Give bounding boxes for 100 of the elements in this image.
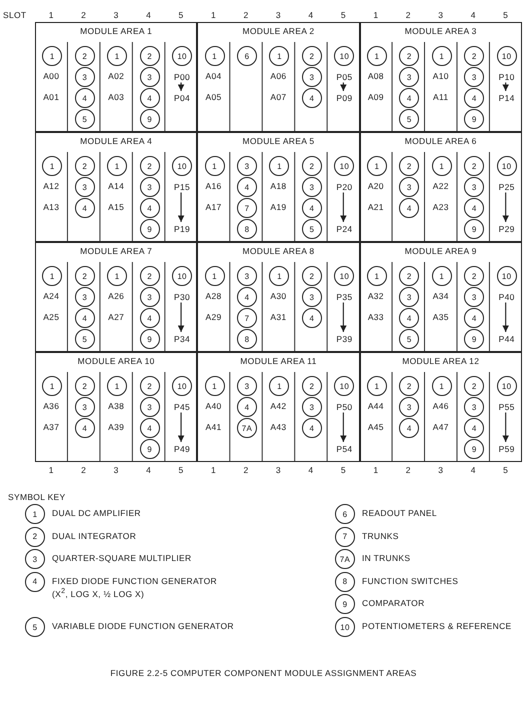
key-description: QUARTER-SQUARE MULTIPLIER — [52, 553, 192, 564]
potentiometer-address: P34 — [169, 334, 196, 344]
amplifier-address: A46 — [432, 400, 450, 410]
amplifier-address: A19 — [269, 202, 288, 212]
slot-number: 5 — [340, 465, 347, 475]
amplifier-address: A31 — [269, 312, 288, 322]
arrow — [502, 302, 509, 332]
component-circle: 1 — [42, 266, 62, 286]
potentiometer-address: P40 — [494, 292, 520, 302]
slot-number: 5 — [178, 10, 185, 20]
amplifier-address: A42 — [269, 400, 288, 410]
potentiometer-address: P04 — [169, 92, 196, 104]
arrow — [340, 302, 347, 332]
component-circle: 4 — [464, 88, 484, 108]
component-circle: 2 — [140, 156, 160, 176]
component-circle: 2 — [302, 376, 322, 396]
amplifier-address: A37 — [42, 422, 60, 432]
component-circle: 10 — [335, 617, 355, 637]
component-circle: 1 — [107, 266, 128, 286]
component-circle: 1 — [366, 46, 387, 66]
amplifier-address: A26 — [107, 290, 126, 300]
amplifier-address: A13 — [42, 202, 60, 212]
amplifier-address: A47 — [432, 422, 450, 432]
component-circle: 3 — [464, 67, 484, 87]
amplifier-address: A08 — [366, 70, 385, 80]
potentiometer-address: P39 — [331, 334, 358, 344]
module-area-panel — [360, 132, 522, 242]
figure-caption: FIGURE 2.2-5 COMPUTER COMPONENT MODULE ASSIGNMENT AREAS — [109, 668, 418, 678]
component-circle: 3 — [140, 397, 160, 417]
potentiometer-address: P24 — [331, 224, 358, 234]
area-title: MODULE AREA 12 — [401, 356, 480, 366]
component-circle: 2 — [140, 376, 160, 396]
module-area-panel — [35, 352, 198, 462]
amplifier-address: A45 — [366, 422, 385, 432]
potentiometer-address: P29 — [494, 224, 520, 234]
component-circle: 4 — [74, 418, 95, 438]
slot-number: 1 — [372, 10, 380, 20]
amplifier-address: A41 — [204, 422, 223, 432]
component-circle: 4 — [74, 88, 95, 108]
amplifier-address: A43 — [269, 422, 288, 432]
potentiometer-address: P14 — [494, 92, 520, 104]
slot-number: 3 — [274, 465, 282, 475]
component-circle: 2 — [302, 156, 322, 176]
component-circle: 10 — [496, 156, 517, 176]
component-circle: 3 — [74, 397, 95, 417]
slot-number: 4 — [145, 465, 152, 475]
component-circle: 4 — [464, 308, 484, 328]
component-circle: 10 — [496, 376, 517, 396]
slot-number: 2 — [80, 465, 88, 475]
key-description: IN TRUNKS — [362, 553, 410, 564]
key-description: FUNCTION SWITCHES — [362, 576, 458, 586]
potentiometer-address: P54 — [331, 444, 358, 454]
slot-number: 4 — [307, 465, 314, 475]
component-circle: 4 — [236, 287, 257, 307]
amplifier-address: A09 — [366, 92, 385, 102]
component-circle: 5 — [74, 329, 95, 349]
component-circle: 1 — [42, 46, 62, 66]
component-circle: 4 — [140, 88, 160, 108]
module-area-panel — [197, 22, 360, 132]
component-circle: 10 — [334, 266, 354, 286]
component-circle: 1 — [107, 376, 128, 396]
area-title: MODULE AREA 8 — [241, 246, 316, 256]
component-circle: 3 — [25, 549, 45, 570]
potentiometer-address: P09 — [331, 92, 358, 104]
module-area-panel — [360, 242, 522, 352]
amplifier-address: A23 — [432, 202, 450, 212]
component-circle: 3 — [140, 177, 160, 197]
component-circle: 1 — [107, 46, 128, 66]
component-circle: 2 — [302, 266, 322, 286]
component-circle: 7 — [236, 198, 257, 218]
component-circle: 1 — [204, 156, 225, 176]
component-circle: 3 — [236, 156, 257, 176]
slot-number: 2 — [242, 465, 250, 475]
amplifier-address: A34 — [432, 290, 450, 300]
amplifier-address: A15 — [107, 202, 126, 212]
component-circle: 4 — [74, 308, 95, 328]
component-circle: 1 — [269, 156, 290, 176]
potentiometer-address: P49 — [169, 444, 196, 454]
component-circle: 1 — [42, 376, 62, 396]
component-circle: 2 — [399, 156, 420, 176]
amplifier-address: A39 — [107, 422, 126, 432]
component-circle: 3 — [464, 397, 484, 417]
potentiometer-address: P45 — [169, 402, 196, 412]
module-area-panel — [197, 242, 360, 352]
component-circle: 10 — [496, 46, 517, 66]
module-area-panel — [360, 22, 522, 132]
component-circle: 8 — [236, 219, 257, 239]
amplifier-address: A40 — [204, 400, 223, 410]
component-circle: 10 — [172, 46, 192, 66]
key-description: VARIABLE DIODE FUNCTION GENERATOR — [52, 621, 234, 631]
module-area-panel — [360, 352, 522, 462]
component-circle: 1 — [432, 156, 452, 176]
amplifier-address: A44 — [366, 400, 385, 410]
component-circle: 1 — [269, 376, 290, 396]
arrow — [502, 82, 509, 91]
key-description: FIXED DIODE FUNCTION GENERATOR — [52, 576, 218, 586]
module-area-panel — [35, 22, 198, 132]
component-circle: 3 — [464, 177, 484, 197]
component-circle: 1 — [366, 156, 387, 176]
slot-number: 5 — [502, 10, 510, 20]
